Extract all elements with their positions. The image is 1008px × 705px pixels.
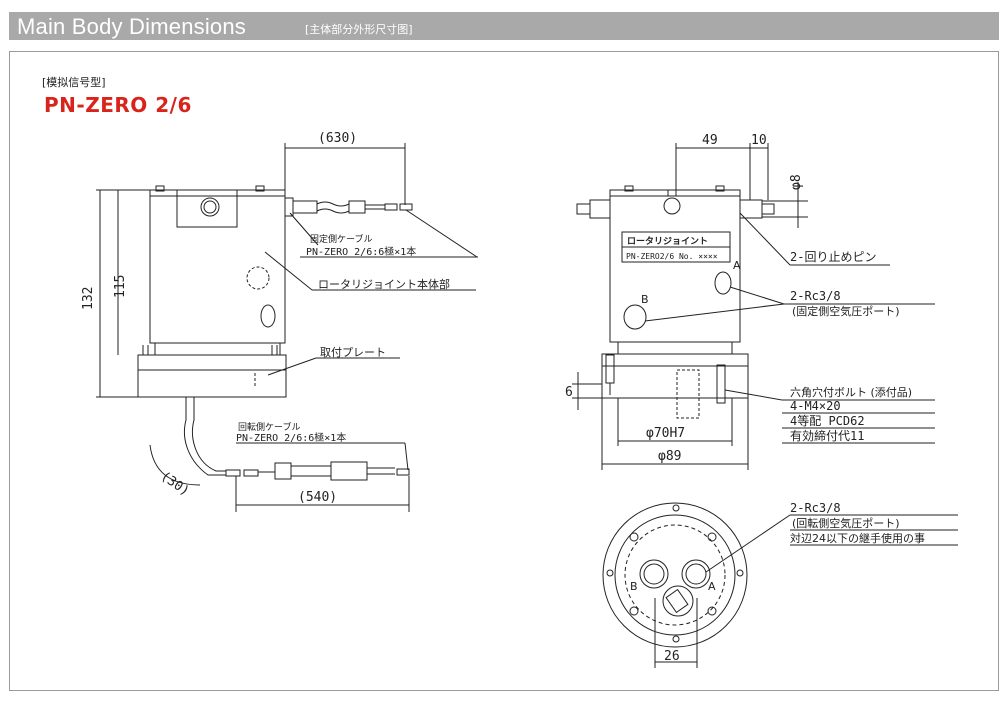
fixed-cable-spec: PN-ZERO 2/6:6極×1本 <box>306 245 416 258</box>
front-body <box>609 189 741 343</box>
section-title: Main Body Dimensions <box>17 14 246 39</box>
front-view <box>572 143 935 470</box>
front-port-label: 2-Rc3/8 <box>790 289 841 303</box>
dim-49: 49 <box>702 133 718 148</box>
dim-cable-bottom: (540) <box>298 490 337 505</box>
nameplate-title: ロータリジョイント <box>627 235 708 247</box>
drawing-panel <box>9 51 999 691</box>
plate-label: 取付プレート <box>320 346 386 359</box>
fixed-cable-label: 固定側ケーブル <box>310 233 372 245</box>
rot-cable-label: 回転側ケーブル <box>238 421 300 433</box>
dim-70: φ70H7 <box>646 426 685 441</box>
dim-height-total: 132 <box>81 287 96 310</box>
dim-10: 10 <box>751 133 767 148</box>
bottom-port-note: (回転側空気圧ポート) <box>792 516 900 530</box>
dim-pin: φ8 <box>789 174 804 190</box>
rot-cable-spec: PN-ZERO 2/6:6極×1本 <box>236 431 346 444</box>
dim-bend: (30) <box>158 469 192 499</box>
bottom-view <box>602 502 958 668</box>
front-port-a: A <box>733 259 741 272</box>
front-port-note: (固定側空気圧ポート) <box>792 304 900 318</box>
bottom-flange <box>602 502 748 648</box>
side-view <box>96 143 478 512</box>
bolt-spec: 4-M4×20 <box>790 399 841 413</box>
nameplate-model: PN-ZERO2/6 No. ×××× <box>626 252 718 261</box>
front-port-b: B <box>641 293 649 306</box>
side-top-port <box>176 189 238 228</box>
fitting-note: 対辺24以下の継手使用の事 <box>790 531 925 545</box>
section-subtitle: [主体部分外形尺寸图] <box>305 23 413 36</box>
dim-height-body: 115 <box>113 275 128 298</box>
bolt-label: 六角穴付ボルト (添付品) <box>790 385 912 399</box>
pin-label: 2-回り止めピン <box>790 250 876 264</box>
side-plate <box>137 354 287 398</box>
dim-26: 26 <box>664 649 680 664</box>
side-body <box>149 189 286 344</box>
dim-cable-top: (630) <box>318 131 357 146</box>
bottom-port-label: 2-Rc3/8 <box>790 501 841 515</box>
dim-6: 6 <box>565 385 573 400</box>
dim-89: φ89 <box>658 449 681 464</box>
front-plate <box>601 353 749 399</box>
bolt-pcd: 4等配 PCD62 <box>790 414 865 428</box>
body-label: ロータリジョイント本体部 <box>318 277 450 291</box>
bolt-effective: 有効締付代11 <box>790 428 864 443</box>
variant-label: [模拟信号型] <box>42 76 106 89</box>
bottom-port-b: B <box>630 580 638 593</box>
bottom-port-a: A <box>708 580 716 593</box>
section-header: Main Body Dimensions [主体部分外形尺寸图] <box>9 12 999 40</box>
model-name: PN-ZERO 2/6 <box>44 93 192 117</box>
